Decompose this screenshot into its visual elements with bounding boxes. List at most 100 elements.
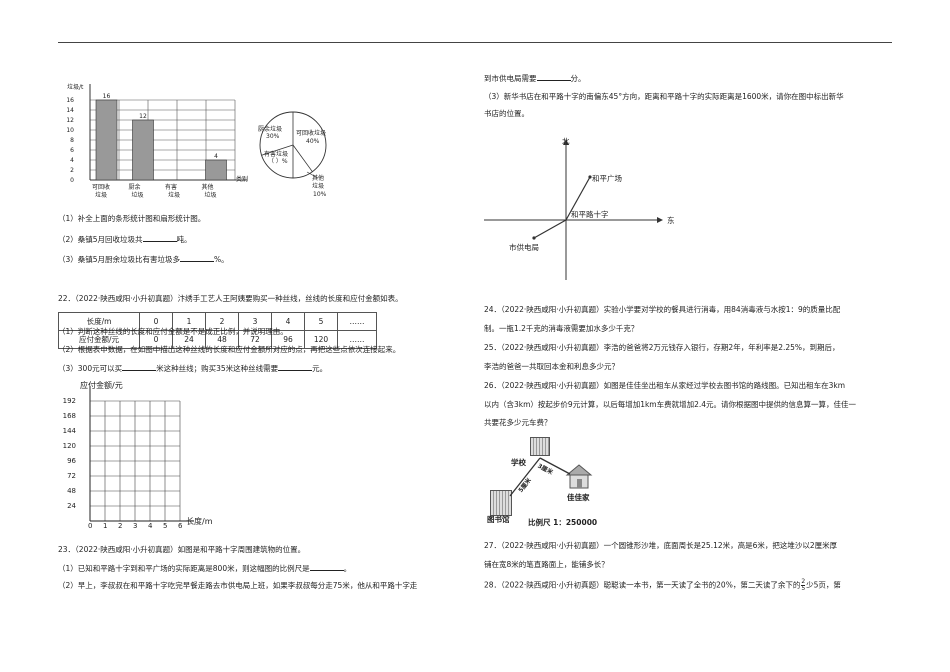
bar-value-label: 16 bbox=[103, 93, 111, 100]
q22-2: （2）根据表中数据，在如图中描出这种丝线的长度和应付金额所对应的点，再把这些点依… bbox=[58, 345, 401, 354]
route-school: 学校 bbox=[511, 458, 526, 467]
grid-xtick: 6 bbox=[178, 522, 183, 530]
q21-3-blank[interactable] bbox=[180, 254, 215, 262]
pie-chart bbox=[259, 111, 327, 179]
pie-pointer bbox=[306, 171, 319, 179]
table-row: 应付金额/元 0 24 48 72 96 120 …… bbox=[58, 330, 377, 349]
bar-category-label: 垃圾 bbox=[131, 192, 144, 199]
map-north: 北 bbox=[562, 137, 570, 146]
bar-category-label: 垃圾 bbox=[204, 192, 217, 199]
q21-1: （1）补全上面的条形统计图和扇形统计图。 bbox=[58, 214, 206, 223]
grid-xtick: 4 bbox=[148, 522, 153, 530]
q23-3-line1: （3）新华书店在和平路十字的南偏东45°方向，距离和平路十字的实际距离是1600… bbox=[484, 92, 844, 101]
q22-3-blank-a[interactable] bbox=[122, 363, 157, 371]
power-point bbox=[532, 236, 536, 240]
q22-3-blank-b[interactable] bbox=[278, 363, 313, 371]
power-line bbox=[533, 219, 567, 239]
library-building-icon bbox=[490, 490, 512, 516]
grid-xtick: 5 bbox=[163, 522, 168, 530]
pie-slice bbox=[261, 144, 294, 156]
q23-title: 23．（2022·陕西咸阳·小升初真题）如图是和平路十字周围建筑物的位置。 bbox=[58, 545, 306, 554]
pie-label-kitchen-name: 厨余垃圾 bbox=[258, 126, 283, 133]
q21-2: （2）桑镇5月回收垃圾共吨。 bbox=[58, 234, 192, 244]
bar-category-label: 垃圾 bbox=[95, 192, 108, 199]
bar-category-label: 可回收 bbox=[92, 184, 111, 191]
bar-xlabel: 类别 bbox=[236, 176, 249, 183]
bar-category-label: 有害 bbox=[165, 184, 178, 191]
route-lines bbox=[509, 457, 571, 497]
pie-label-recycle-name: 可回收垃圾 bbox=[296, 130, 327, 137]
q21-2-blank[interactable] bbox=[142, 234, 177, 242]
map-diagram bbox=[484, 139, 663, 280]
q28: 28．（2022·陕西咸阳·小升初真题）聪聪读一本书，第一天读了全书的20%，第… bbox=[484, 578, 841, 592]
table-row: 长度/m 0 1 2 3 4 5 …… bbox=[58, 312, 377, 331]
table-cell: …… bbox=[337, 312, 377, 331]
q22-title: 22．（2022·陕西咸阳·小升初真题）汴绣手工艺人王阿姨要购买一种丝线，丝线的… bbox=[58, 294, 403, 303]
pie-label-harmful-pct: （ ）% bbox=[268, 158, 288, 165]
q22-3: （3）300元可以买米这种丝线；购买35米这种丝线需要元。 bbox=[58, 363, 328, 373]
bar-category-label: 厨余 bbox=[128, 184, 141, 191]
grid-plot bbox=[89, 386, 194, 522]
pie-label-kitchen-pct: 30% bbox=[266, 133, 280, 140]
q23-3-line2: 书店的位置。 bbox=[484, 109, 529, 118]
grid-ylabel: 应付金额/元 bbox=[80, 381, 123, 390]
route-home: 佳佳家 bbox=[567, 493, 590, 502]
q27-line2: 铺在宽8米的笔直路面上，能铺多长？ bbox=[484, 560, 609, 569]
plaza-point bbox=[588, 175, 592, 179]
route-scale: 比例尺 1：250000 bbox=[528, 518, 598, 527]
q24-line2: 制。一瓶1.2千克的消毒液需要加水多少千克？ bbox=[484, 324, 639, 333]
bar-plot: 16 12 4 bbox=[89, 84, 247, 181]
grid-xlabel: 长度/m bbox=[186, 517, 213, 526]
grid-xtick: 2 bbox=[118, 522, 123, 530]
q22-1: （1）判断这种丝线的长度和应付金额是不是成正比例，并说明理由。 bbox=[58, 327, 288, 336]
table-cell: 48 bbox=[205, 330, 239, 349]
header-rule bbox=[58, 42, 892, 43]
price-table: 长度/m 0 1 2 3 4 5 …… 应付金额/元 0 24 48 72 96… bbox=[58, 312, 377, 349]
q24-line1: 24．（2022·陕西咸阳·小升初真题）实验小学要对学校的餐具进行消毒，用84消… bbox=[484, 305, 841, 314]
table-cell: 0 bbox=[139, 330, 173, 349]
q25-line2: 李浩的爸爸一共取回本金和利息多少元？ bbox=[484, 362, 619, 371]
table-cell: 96 bbox=[271, 330, 305, 349]
pie-label-other-pct: 10% bbox=[313, 191, 327, 198]
table-cell: 5 bbox=[304, 312, 338, 331]
pie-label-other-name1: 其他 bbox=[312, 175, 325, 182]
bar-category-label: 其他 bbox=[201, 184, 214, 191]
q26-line1: 26．（2022·陕西咸阳·小升初真题）如图是佳佳坐出租车从家经过学校去图书馆的… bbox=[484, 381, 846, 390]
grid-xtick: 3 bbox=[133, 522, 138, 530]
bar bbox=[205, 159, 227, 181]
bar-value-label: 4 bbox=[214, 153, 218, 160]
q23-2-blank[interactable] bbox=[536, 73, 571, 81]
table-cell: …… bbox=[337, 330, 377, 349]
pie-label-harmful-name: 有害垃圾 bbox=[264, 151, 289, 158]
pie-label-recycle-pct: 40% bbox=[306, 138, 320, 145]
q26-line2: 以内（含3km）按起步价9元计算，以后每增加1km车费就增加2.4元。请你根据图… bbox=[484, 400, 857, 409]
bar bbox=[132, 119, 154, 181]
school-building-icon bbox=[530, 437, 550, 456]
q25-line1: 25．（2022·陕西咸阳·小升初真题）李浩的爸爸将2万元钱存入银行，存期2年，… bbox=[484, 343, 840, 352]
q23-1: （1）已知和平路十字到和平广场的实际距离是800米，则这幅图的比例尺是。 bbox=[58, 563, 352, 573]
table-cell: 应付金额/元 bbox=[58, 330, 140, 349]
home-house-icon bbox=[565, 464, 593, 489]
q26-line3: 共要花多少元车费？ bbox=[484, 418, 552, 427]
pie-label-other-name2: 垃圾 bbox=[312, 183, 325, 190]
plaza-line bbox=[565, 176, 591, 221]
q27-line1: 27．（2022·陕西咸阳·小升初真题）一个圆锥形沙堆，底面周长是25.12米，… bbox=[484, 541, 838, 550]
grid-xtick: 1 bbox=[103, 522, 108, 530]
bar-category-label: 垃圾 bbox=[168, 192, 181, 199]
map-power: 市供电局 bbox=[509, 243, 539, 252]
q23-1-blank[interactable] bbox=[309, 563, 344, 571]
bar-ylabel: 垃圾/t bbox=[67, 84, 84, 91]
q23-2: （2）早上，李叔叔在和平路十字吃完早餐走路去市供电局上班，如果李叔叔每分走75米… bbox=[58, 581, 418, 590]
q23-cont: 到市供电局需要分。 bbox=[484, 73, 586, 83]
map-east: 东 bbox=[667, 216, 675, 225]
q21-3: （3）桑镇5月厨余垃圾比有害垃圾多%。 bbox=[58, 254, 229, 264]
route-library: 图书馆 bbox=[487, 515, 510, 524]
map-plaza: 和平广场 bbox=[592, 174, 622, 183]
bar-value-label: 12 bbox=[139, 113, 147, 120]
bar bbox=[95, 99, 118, 181]
table-cell: 120 bbox=[304, 330, 338, 349]
pie-slice bbox=[292, 144, 313, 172]
grid-xtick: 0 bbox=[88, 522, 93, 530]
map-cross: 和平路十字 bbox=[571, 210, 609, 219]
